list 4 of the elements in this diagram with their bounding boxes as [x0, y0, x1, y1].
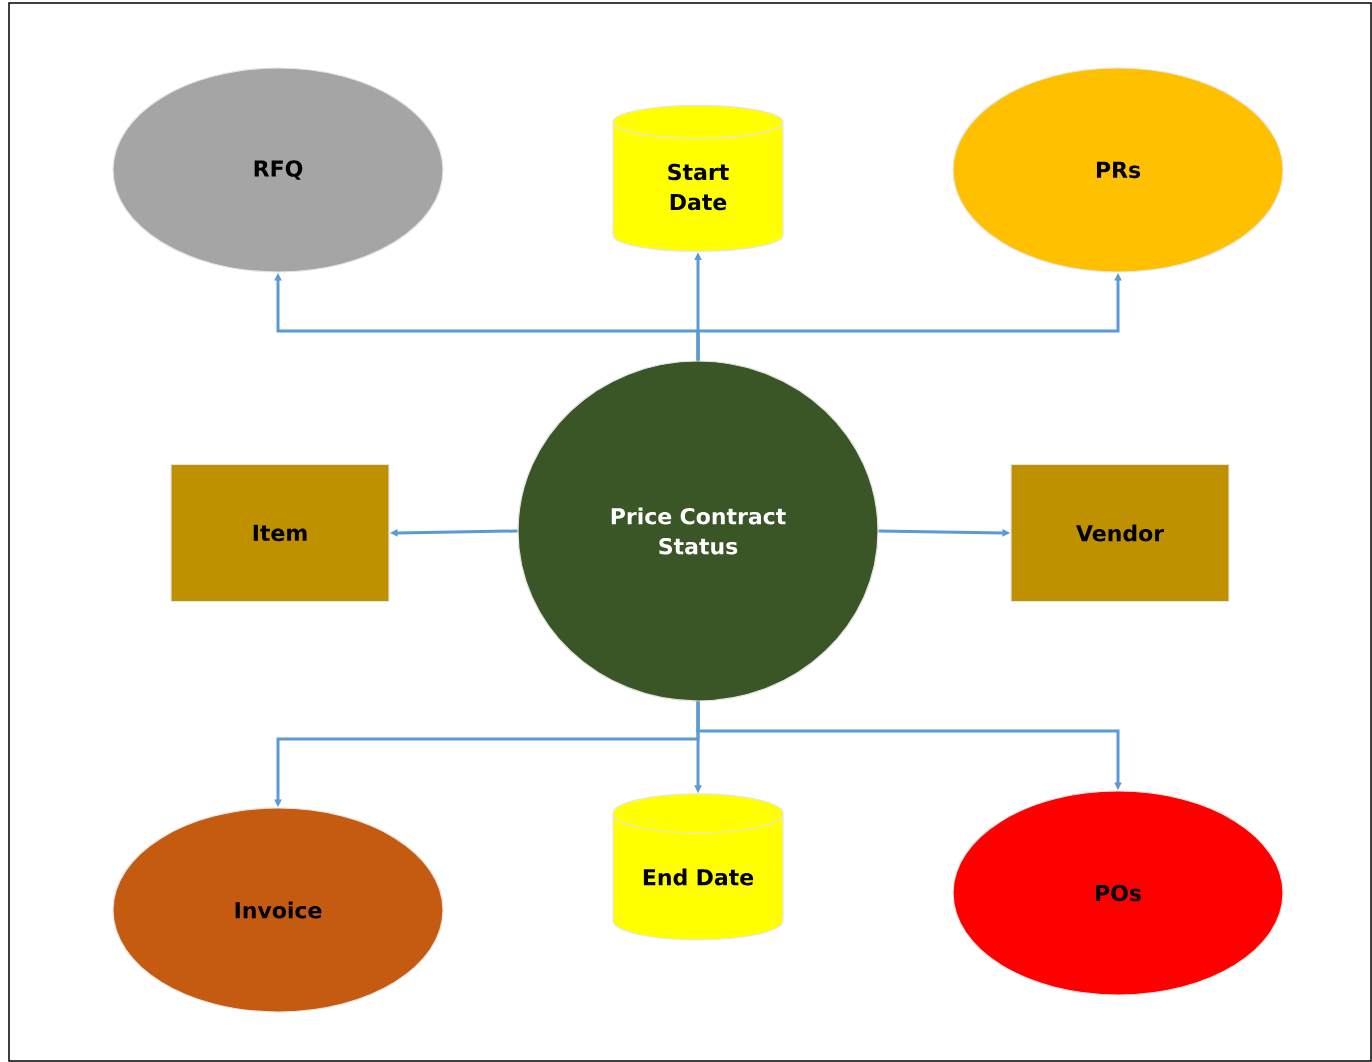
- entity-box: Item: [170, 463, 390, 603]
- database-cylinder: Start Date: [612, 104, 784, 253]
- database-cylinder: End Date: [612, 793, 784, 941]
- entity-box: Vendor: [1010, 463, 1230, 603]
